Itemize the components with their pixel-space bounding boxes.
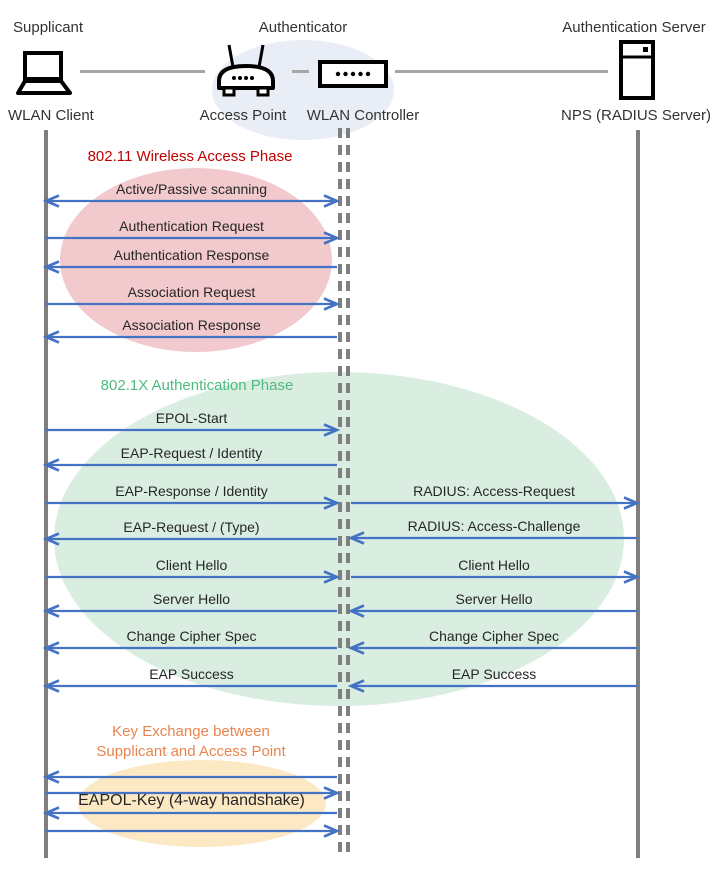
node-label-nps-radius-server: NPS (RADIUS Server) xyxy=(560,107,712,124)
message-arrow xyxy=(42,194,341,208)
message-arrow xyxy=(347,679,637,693)
message-label: EAP Success xyxy=(149,666,234,682)
message-arrow xyxy=(42,458,337,472)
message-label: Change Cipher Spec xyxy=(429,628,559,644)
lifeline-wlan-client xyxy=(44,130,48,858)
connector-line-ap-controller xyxy=(292,70,309,73)
message-arrow xyxy=(42,770,337,784)
node-label-wlan-client: WLAN Client xyxy=(8,107,94,124)
message-label: Client Hello xyxy=(458,557,530,573)
role-label-authenticator: Authenticator xyxy=(258,19,348,36)
message-label: Association Response xyxy=(122,317,261,333)
laptop-icon xyxy=(16,51,72,95)
message-label: Server Hello xyxy=(455,591,533,607)
message-label: Authentication Response xyxy=(113,247,270,263)
message-label: EAP Success xyxy=(451,666,537,682)
message-label: Active/Passive scanning xyxy=(116,181,267,197)
server-icon xyxy=(619,40,655,100)
message-arrow xyxy=(46,824,341,838)
phase-title-key-exchange: Key Exchange between Supplicant and Acce… xyxy=(96,723,286,760)
role-label-authentication-server: Authentication Server xyxy=(562,19,706,36)
message-label: EPOL-Start xyxy=(155,410,228,426)
message-label: RADIUS: Access-Challenge xyxy=(407,518,581,534)
connector-line-client-ap xyxy=(80,70,205,73)
message-arrow xyxy=(42,806,337,820)
phase-title-dot1x-auth: 802.1X Authentication Phase xyxy=(100,377,294,394)
message-arrow xyxy=(46,570,341,584)
message-arrow xyxy=(42,260,337,274)
message-arrow xyxy=(351,496,641,510)
message-label: EAP-Response / Identity xyxy=(115,483,268,499)
access-point-icon xyxy=(217,44,275,97)
message-label: EAP-Request / Identity xyxy=(120,445,263,461)
wlan-controller-icon xyxy=(318,60,388,88)
message-arrow xyxy=(46,496,341,510)
message-label: Authentication Request xyxy=(119,218,264,234)
message-label: Association Request xyxy=(127,284,256,300)
lifeline-dashed-access-point xyxy=(338,128,342,854)
phase-title-wireless-access: 802.11 Wireless Access Phase xyxy=(87,148,293,165)
message-arrow xyxy=(347,641,637,655)
message-label: EAP-Request / (Type) xyxy=(123,519,260,535)
message-label: RADIUS: Access-Request xyxy=(413,483,575,499)
message-label: Change Cipher Spec xyxy=(126,628,257,644)
node-label-wlan-controller: WLAN Controller xyxy=(306,107,420,124)
lifeline-dashed-wlan-controller xyxy=(346,128,350,854)
message-arrow xyxy=(42,641,337,655)
message-arrow xyxy=(42,330,337,344)
message-label: Server Hello xyxy=(152,591,231,607)
message-label: EAPOL-Key (4-way handshake) xyxy=(78,792,305,809)
lifeline-radius-server xyxy=(636,130,640,858)
phase-ellipse-wireless-access xyxy=(60,168,332,352)
message-arrow xyxy=(42,604,337,618)
message-arrow xyxy=(347,604,637,618)
connector-line-controller-server xyxy=(395,70,608,73)
message-arrow xyxy=(42,679,337,693)
message-arrow xyxy=(42,532,337,546)
message-label: Client Hello xyxy=(155,557,228,573)
message-arrow xyxy=(347,531,637,545)
node-label-access-point: Access Point xyxy=(199,107,287,124)
message-arrow xyxy=(46,297,341,311)
role-label-supplicant: Supplicant xyxy=(13,19,84,36)
message-arrow xyxy=(46,423,341,437)
message-arrow xyxy=(46,231,341,245)
message-arrow xyxy=(351,570,641,584)
message-arrow xyxy=(46,786,341,800)
phase-ellipse-key-exchange xyxy=(78,760,326,847)
